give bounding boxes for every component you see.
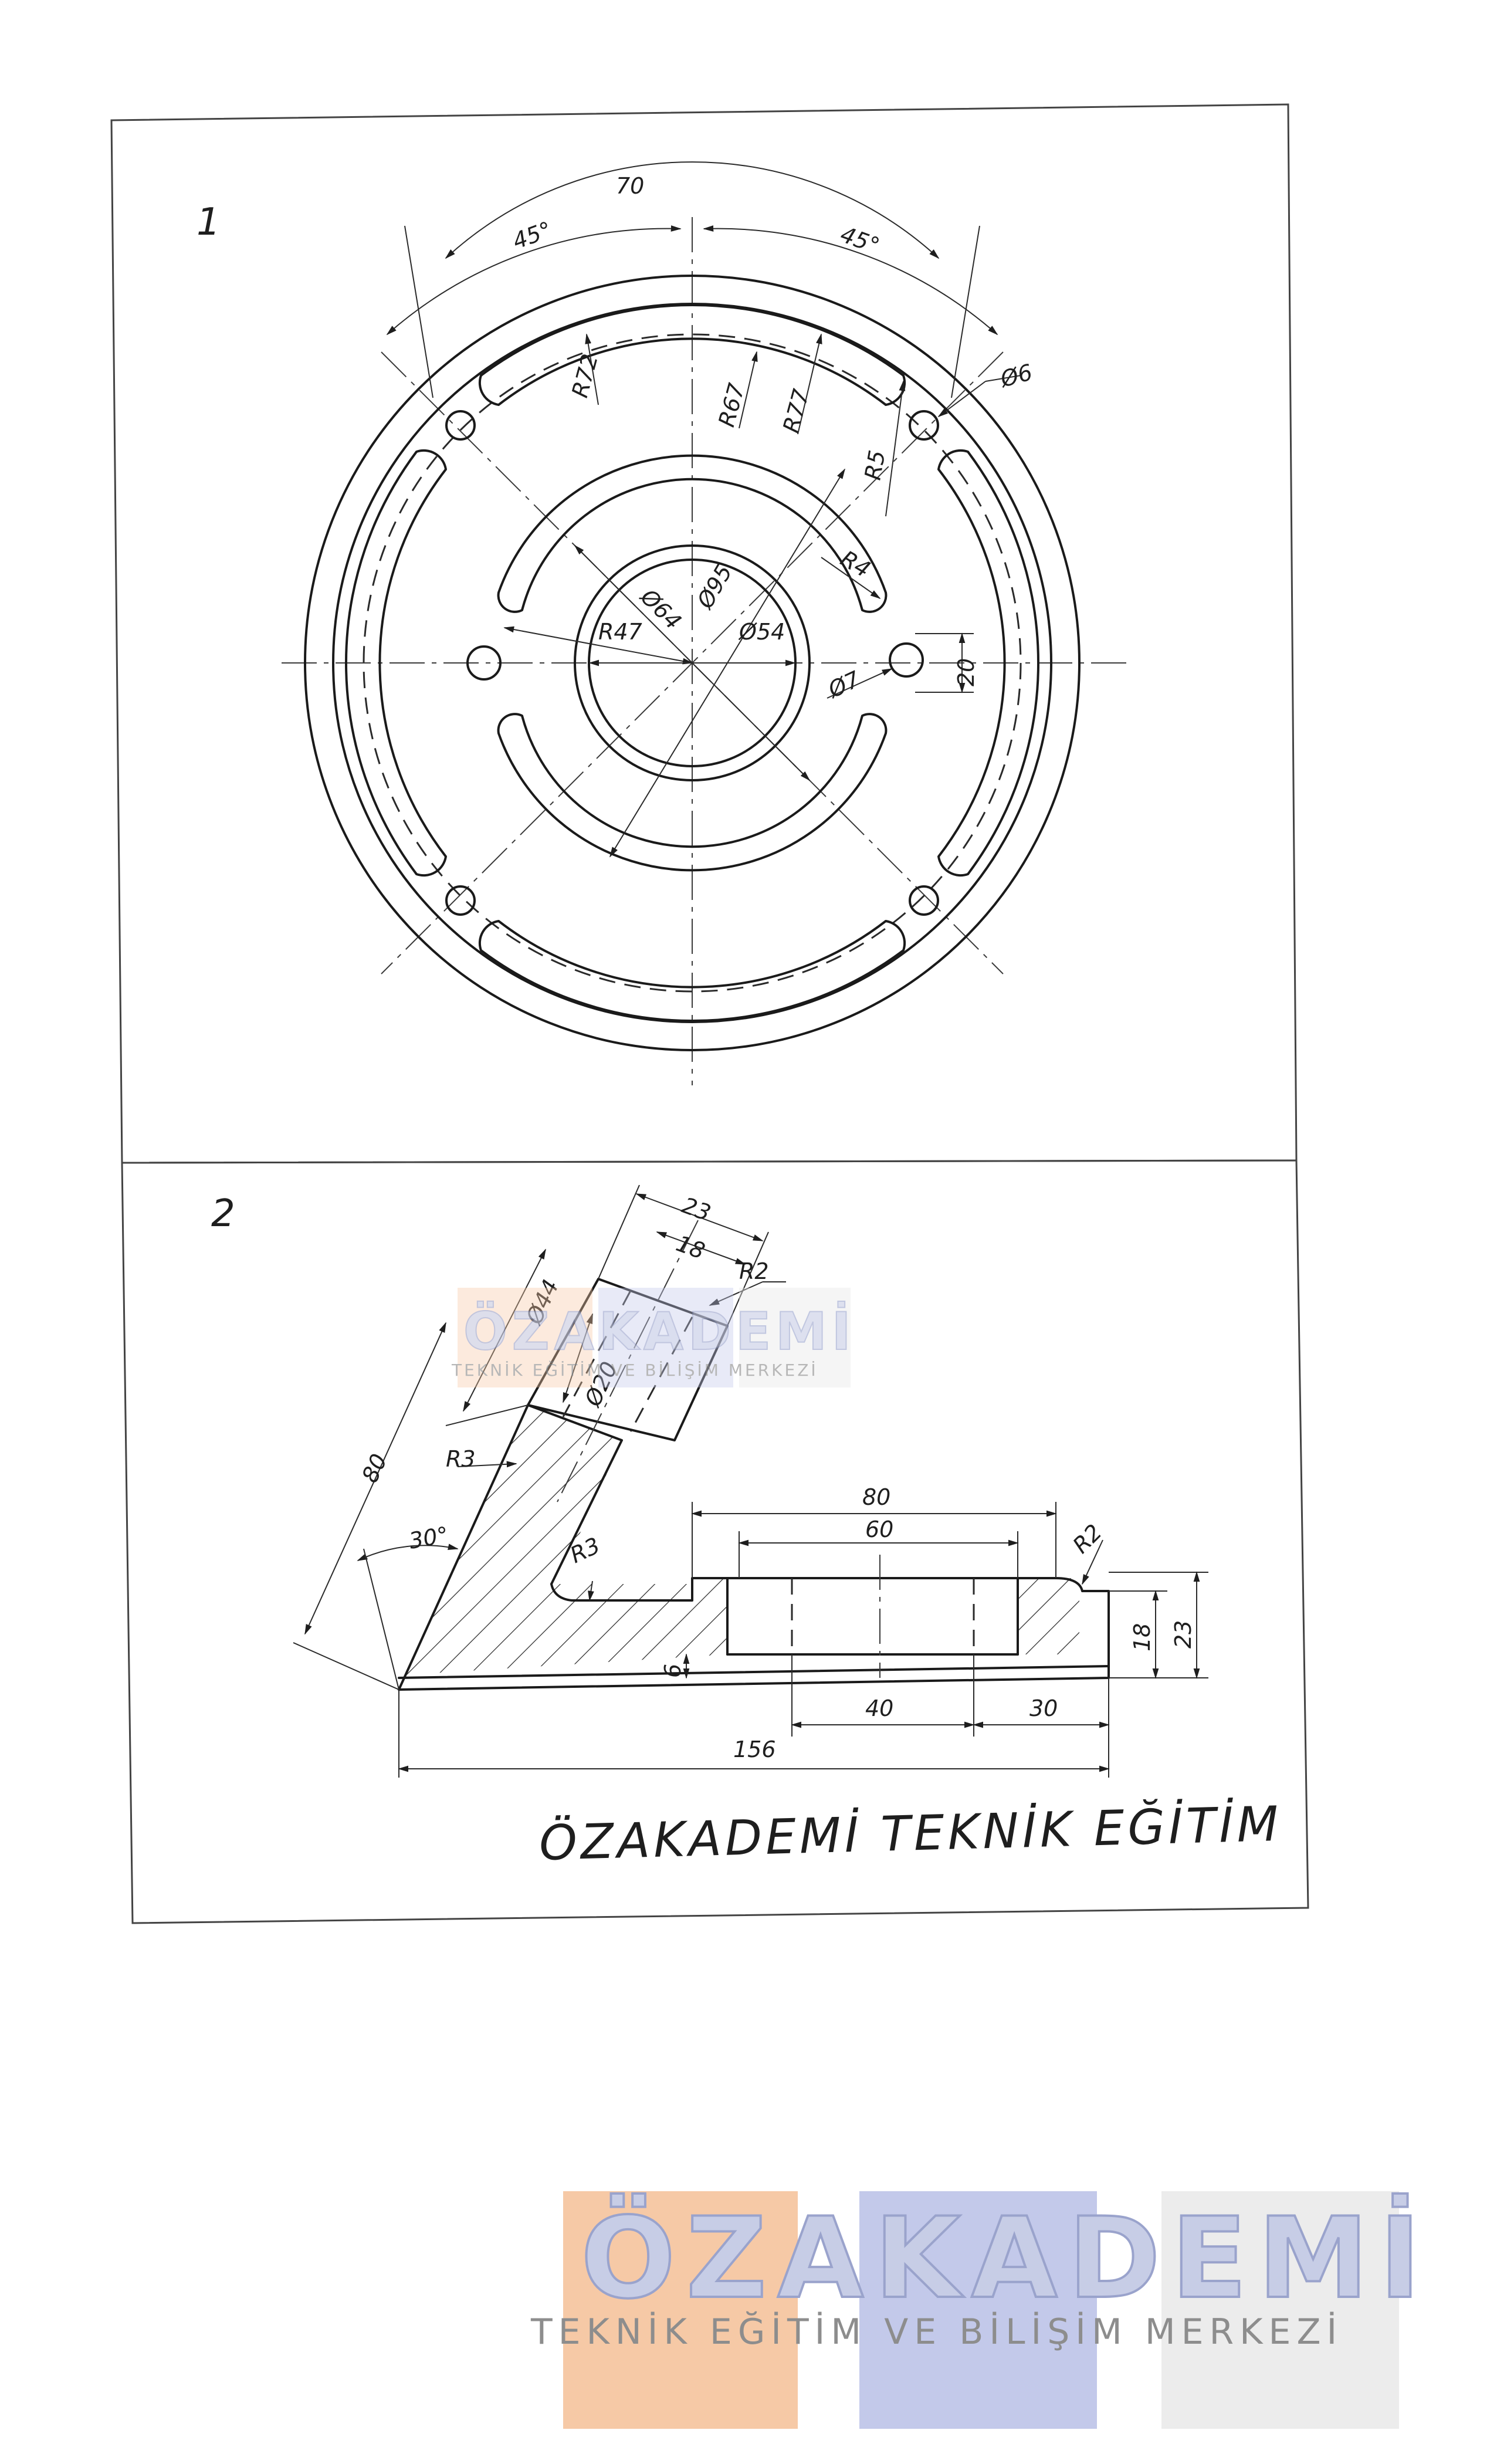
dim-23-right: 23 [1170,1620,1196,1649]
dim-r5: R5 [860,448,890,482]
c-shaped-slots [497,454,888,872]
dim-r4: R4 [836,546,875,583]
dim-d6: Ø6 [997,359,1035,392]
logo-brand-text: ÖZAKADEMİ [581,2193,1431,2323]
logo-block-orange [563,2191,798,2429]
sheet-frame [110,103,1309,1924]
dim-80-top: 80 [862,1484,890,1510]
bolt-holes [445,410,939,916]
base-hidden-bore [791,1555,975,1678]
dim-156: 156 [733,1737,776,1762]
dim-20: 20 [953,658,979,686]
dim-40: 40 [865,1695,893,1721]
logo-block-gray [1161,2191,1399,2429]
dim-r47: R47 [598,619,642,645]
dim-30: 30 [1029,1695,1058,1721]
sheet-title: ÖZAKADEMİ TEKNİK EĞİTİM [538,1795,1282,1871]
outer-circle [304,275,1081,1051]
dim-r72: R72 [567,351,603,401]
hatched-section [405,1405,727,1675]
dim-d7: Ø7 [823,666,863,703]
inline-watermark-brand: ÖZAKADEMİ [463,1301,856,1362]
inline-watermark-tagline: TEKNİK EĞİTİM VE BİLİŞİM MERKEZİ [451,1360,818,1380]
logo-block-blue [859,2191,1097,2429]
dim-60: 60 [865,1517,893,1542]
dim-6: 6 [660,1664,686,1678]
figure-1-flange-plate: 70 45° 45° R72 R67 R77 R5 Ø6 R4 Ø64 Ø95 … [282,161,1126,1085]
dim-r3-upper: R3 [446,1446,476,1472]
figure-1-dimension-texts: 70 45° 45° R72 R67 R77 R5 Ø6 R4 Ø64 Ø95 … [509,173,1035,703]
figure-1-dimension-lines [386,161,1021,858]
logo-watermark: ÖZAKADEMİ TEKNİK EĞİTİM VE BİLİŞİM MERKE… [530,2191,1431,2429]
bracket-outline [398,1404,1110,1691]
figure-1-number: 1 [197,201,221,244]
inline-watermark: ÖZAKADEMİ TEKNİK EĞİTİM VE BİLİŞİM MERKE… [451,1288,856,1387]
dim-18-right: 18 [1129,1623,1155,1651]
logo-tagline-text: TEKNİK EĞİTİM VE BİLİŞİM MERKEZİ [530,2311,1343,2353]
dim-80-slant: 80 [357,1450,392,1486]
curved-slots [345,304,1039,1022]
dim-45-right: 45° [837,221,883,259]
dim-r67: R67 [713,381,750,430]
figure-2-number: 2 [211,1192,235,1236]
dim-45-left: 45° [509,216,555,254]
pitch-circle-dashed [363,333,1022,993]
dim-d64: Ø64 [635,583,686,635]
dim-70: 70 [616,173,644,199]
dim-30-degree: 30° [407,1522,451,1554]
dim-r77: R77 [778,387,814,436]
dim-d54: Ø54 [738,619,785,645]
figure-2-dimension-lines [293,1184,1208,1778]
dim-r2-top: R2 [739,1258,769,1284]
figure-2-bracket-section: 23 18 R2 Ø44 Ø20 80 R3 30° R3 80 60 R2 2… [293,1184,1208,1778]
dim-r2-right: R2 [1068,1519,1107,1558]
